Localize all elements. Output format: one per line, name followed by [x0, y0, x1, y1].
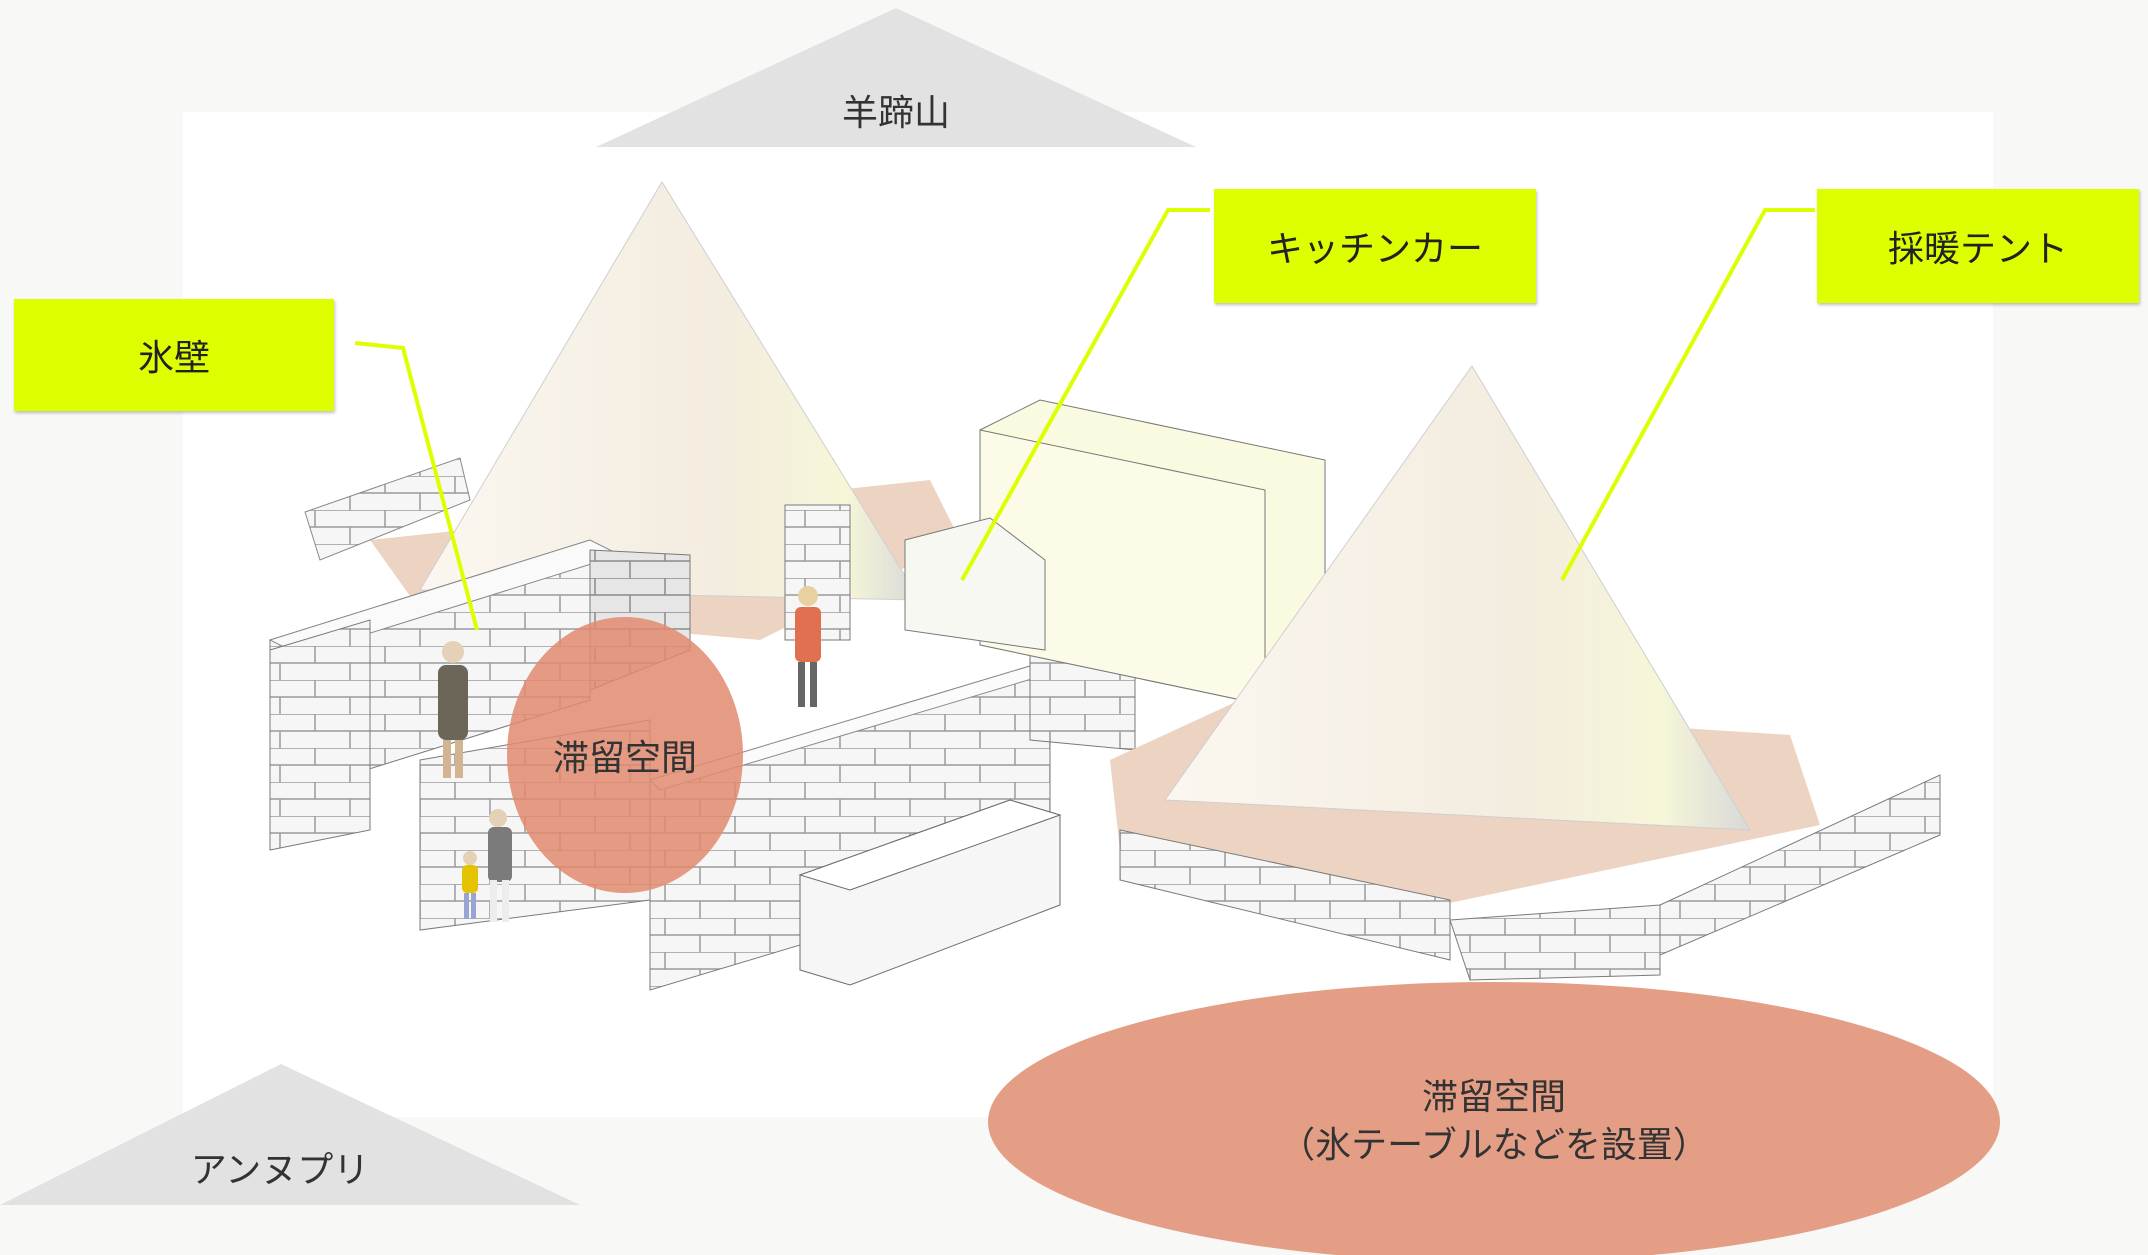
- callout-ice-wall: 氷壁: [14, 299, 334, 411]
- mountain-yotei-shape: [596, 8, 1196, 147]
- callout-heated-tent: 採暖テント: [1817, 189, 2139, 303]
- leader-kitchen-car: [960, 208, 1210, 581]
- leader-ice-wall: [354, 341, 479, 631]
- tent-cone-right: [1164, 365, 1751, 831]
- stay-zone-outer-label-line2: （氷テーブルなどを設置）: [1279, 1125, 1709, 1166]
- ice-wall-right-front: [1119, 829, 1451, 961]
- stay-zone-outer: [988, 982, 2000, 1255]
- stay-zone-inner-label: 滞留空間: [552, 738, 697, 779]
- leader-heated-tent: [1560, 208, 1815, 581]
- mountain-label-annupuri: アンヌプリ: [190, 1150, 370, 1191]
- person-figures: [438, 586, 821, 922]
- stay-zone-inner: [507, 617, 743, 893]
- stay-zone-outer-label-line1: 滞留空間: [1421, 1077, 1566, 1118]
- mountain-label-yotei: 羊蹄山: [841, 93, 950, 134]
- mountain-annupuri-shape: [0, 1064, 580, 1205]
- callout-kitchen-car: キッチンカー: [1214, 189, 1536, 303]
- ice-wall-back-left: [304, 457, 471, 561]
